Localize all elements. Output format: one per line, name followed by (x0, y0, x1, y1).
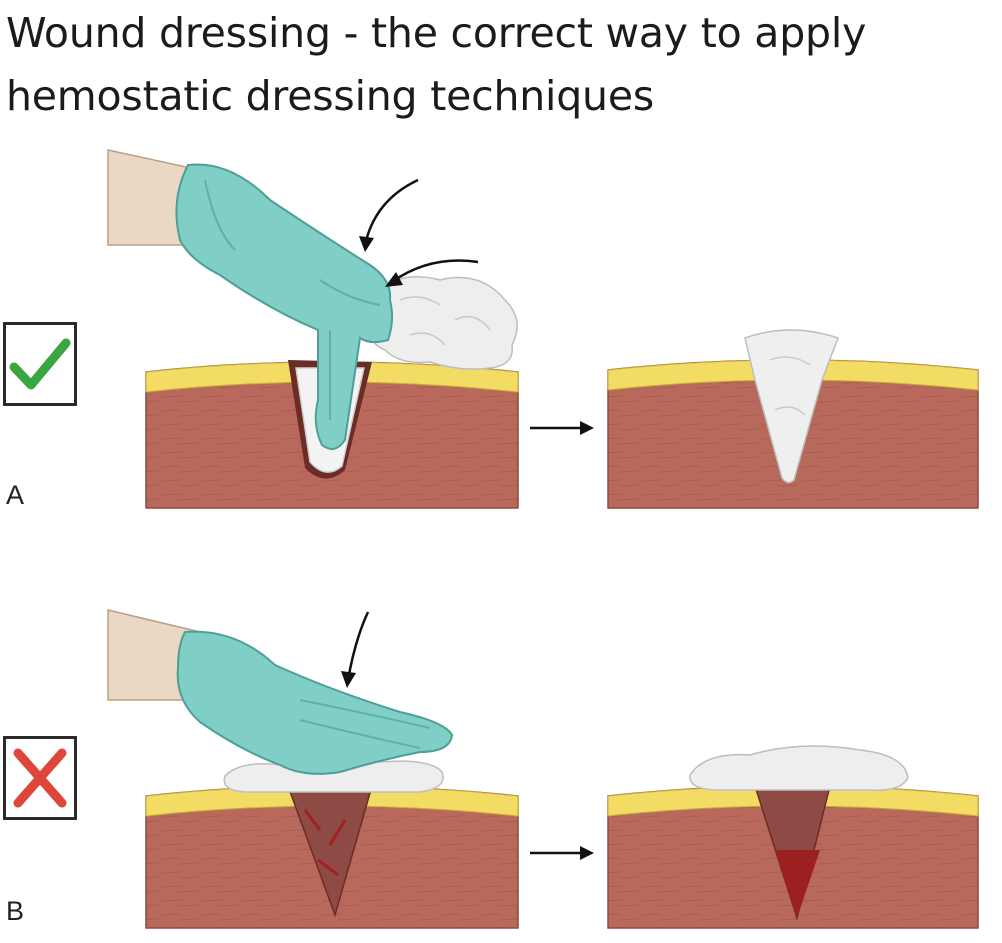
result-arrow-a (530, 421, 594, 435)
title-line-2: hemostatic dressing techniques (6, 72, 654, 120)
gloved-hand-b (176, 630, 454, 775)
panel-letter-b: B (6, 896, 25, 926)
gloved-hand-a (175, 163, 394, 450)
check-icon (9, 338, 71, 390)
panel-letter-a: A (6, 480, 25, 510)
gauze-layer-b-right (689, 745, 909, 791)
title-line-1: Wound dressing - the correct way to appl… (6, 9, 867, 57)
cross-icon (13, 748, 67, 808)
result-arrow-b (530, 846, 594, 860)
press-arrow-b (341, 611, 370, 688)
verdict-box-b (3, 736, 77, 820)
page-title: Wound dressing - the correct way to appl… (6, 2, 996, 128)
packed-gauze-a (744, 329, 839, 484)
press-arrows-a (359, 178, 479, 287)
verdict-box-a (3, 322, 77, 406)
gauze-bundle-a (366, 276, 518, 370)
